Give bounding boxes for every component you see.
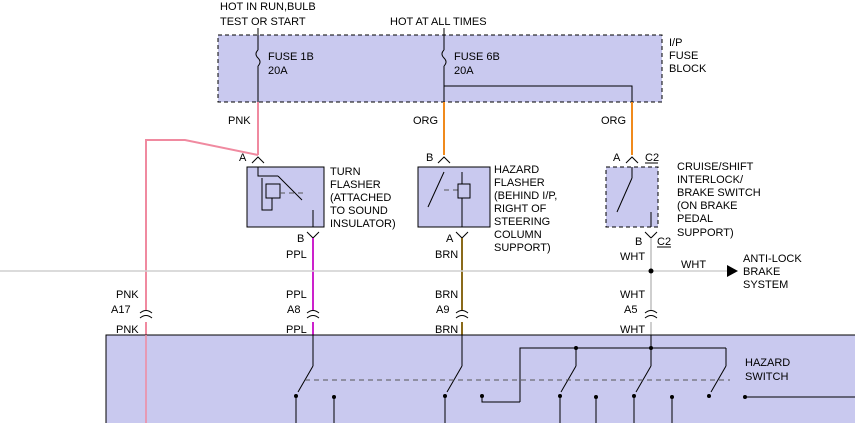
fuse-6b-icon (441, 49, 447, 67)
interlock-contact (616, 177, 633, 213)
connector-a17-symbol (139, 310, 153, 319)
hazard-flasher-box (418, 167, 490, 227)
hazard-flasher-label-7: SUPPORT) (494, 242, 551, 254)
interlock-label-6: SUPPORT) (677, 227, 734, 239)
org-label-2: ORG (601, 115, 626, 127)
hazard-flasher-label-5: STEERING (494, 216, 550, 228)
fuse-block-label-2: FUSE (669, 50, 698, 62)
turn-flasher-label-3: (ATTACHED (330, 192, 391, 204)
hazard-flasher-contact (427, 171, 445, 208)
turn-flasher-internal-1 (257, 167, 278, 177)
hazard-flasher-pin-b: B (426, 152, 433, 164)
interlock-label-4: (ON BRAKE (677, 200, 738, 212)
hot-run-label-2: TEST OR START (220, 16, 306, 28)
turn-flasher-label-2: FLASHER (330, 179, 381, 191)
turn-flasher-contact (277, 175, 303, 201)
turn-flasher-label-1: TURN (330, 166, 361, 178)
fuse-1b-icon (255, 49, 261, 67)
turn-flasher-box (247, 167, 324, 227)
hazard-flasher-connector-b (437, 156, 451, 164)
pnk-label-2: PNK (116, 289, 139, 301)
wht-label-3: WHT (620, 324, 645, 336)
antilock-label-3: SYSTEM (743, 279, 788, 291)
interlock-label-1: CRUISE/SHIFT (677, 161, 754, 173)
pnk-wire-run (145, 139, 259, 310)
ppl-label-3: PPL (286, 324, 307, 336)
interlock-label-3: BRAKE SWITCH (677, 187, 761, 199)
interlock-connector-c2-bottom: C2 (657, 236, 671, 248)
fuse-6b-rating: 20A (454, 65, 474, 77)
hazard-switch-internals (145, 335, 855, 423)
turn-flasher-pin-a: A (239, 152, 247, 164)
fuse-block-label-1: I/P (669, 37, 682, 49)
interlock-pin-b: B (635, 236, 642, 248)
org-label-1: ORG (413, 115, 438, 127)
pnk-label-top: PNK (228, 115, 251, 127)
hazard-flasher-label-2: FLASHER (494, 177, 545, 189)
turn-flasher-outline (246, 166, 325, 228)
fuse-1b-rating: 20A (268, 65, 288, 77)
brn-label-2: BRN (435, 289, 458, 301)
hot-all-label: HOT AT ALL TIMES (390, 16, 487, 28)
pin-a17: A17 (111, 304, 131, 316)
turn-flasher-coil (265, 183, 281, 199)
wht-label-1: WHT (620, 251, 645, 263)
wht-splice (648, 268, 654, 274)
fuse-block-label-3: BLOCK (669, 63, 707, 75)
brn-label-3: BRN (435, 324, 458, 336)
turn-flasher-label-5: INSULATOR) (330, 218, 396, 230)
fuse-6b-branch (444, 85, 633, 102)
antilock-label-2: BRAKE (743, 266, 780, 278)
hazard-switch-label-1: HAZARD (745, 357, 790, 369)
turn-flasher-connector-b (306, 231, 320, 239)
turn-flasher-pin-b: B (297, 233, 304, 245)
fuse-1b-name: FUSE 1B (268, 51, 314, 63)
interlock-connector-c2-top: C2 (645, 152, 659, 164)
brn-label-1: BRN (435, 249, 458, 261)
pin-a8: A8 (287, 304, 300, 316)
hazard-flasher-label-6: COLUMN (494, 229, 542, 241)
ppl-label-1: PPL (286, 249, 307, 261)
wht-label-horizontal: WHT (681, 259, 706, 271)
hot-run-label-1: HOT IN RUN,BULB (220, 1, 316, 13)
interlock-label-5: PEDAL (677, 213, 713, 225)
interlock-label-2: INTERLOCK/ (677, 174, 744, 186)
ppl-label-2: PPL (286, 289, 307, 301)
connector-a8-symbol (306, 310, 320, 319)
hazard-flasher-connector-a (455, 231, 469, 239)
interlock-pin-a: A (613, 152, 621, 164)
hazard-flasher-label-1: HAZARD (494, 164, 539, 176)
interlock-connector-a (625, 156, 639, 164)
fuse-block-box (218, 35, 662, 102)
turn-flasher-connector-a (251, 156, 265, 164)
hazard-switch-label-2: SWITCH (745, 371, 788, 383)
antilock-arrow (727, 265, 738, 277)
pin-a5: A5 (624, 304, 637, 316)
fuse-6b-name: FUSE 6B (454, 51, 500, 63)
connector-a9-symbol (455, 310, 469, 319)
hazard-flasher-label-3: (BEHIND I/P, (494, 190, 557, 202)
wht-label-2: WHT (620, 289, 645, 301)
pin-a9: A9 (436, 304, 449, 316)
hazard-flasher-label-4: RIGHT OF (494, 203, 547, 215)
hazard-flasher-pin-a: A (446, 233, 454, 245)
interlock-connector-b (644, 231, 658, 239)
turn-flasher-label-4: TO SOUND (330, 205, 388, 217)
turn-flasher-internal-2 (261, 178, 273, 211)
hazard-flasher-outline (417, 166, 491, 228)
hazard-flasher-coil (457, 183, 471, 199)
hazard-switch-outline (105, 334, 855, 423)
fuse-block-outline (217, 34, 663, 103)
antilock-label-1: ANTI-LOCK (743, 253, 802, 265)
hazard-switch-box (106, 335, 855, 423)
connector-a5-symbol (644, 310, 658, 319)
pnk-label-3: PNK (116, 324, 139, 336)
